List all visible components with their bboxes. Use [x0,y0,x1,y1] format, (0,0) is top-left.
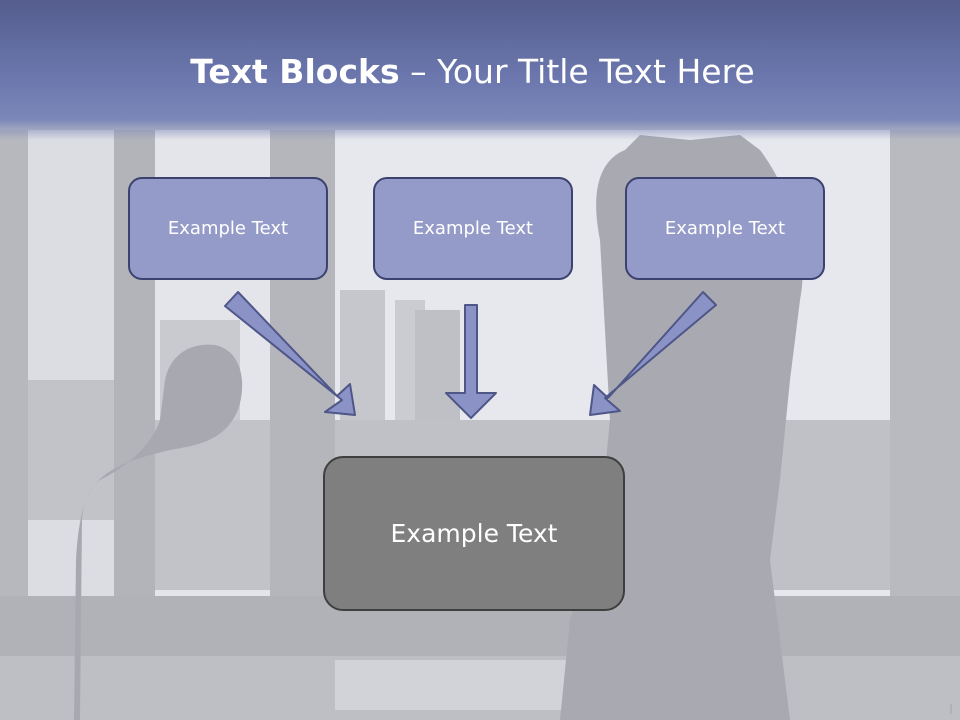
arrow-down-left [589,291,717,416]
text-block-3[interactable]: Example Text [625,177,825,280]
page-marker [950,704,952,714]
header-band [0,0,960,140]
title-regular-part: Your Title Text Here [437,52,755,91]
window-pane [28,130,114,600]
text-block-main-label: Example Text [390,519,558,548]
slide-title: Text Blocks – Your Title Text Here [0,52,945,91]
person-silhouette-left [74,344,243,720]
text-block-2-label: Example Text [412,218,534,239]
title-bold-part: Text Blocks [190,52,400,91]
arrow-down-right [224,291,356,416]
title-separator: – [399,52,438,91]
text-block-main[interactable]: Example Text [323,456,625,611]
text-block-3-label: Example Text [664,218,786,239]
text-block-1-label: Example Text [167,218,289,239]
arrow-down [445,304,497,419]
text-block-2[interactable]: Example Text [373,177,573,280]
text-block-1[interactable]: Example Text [128,177,328,280]
